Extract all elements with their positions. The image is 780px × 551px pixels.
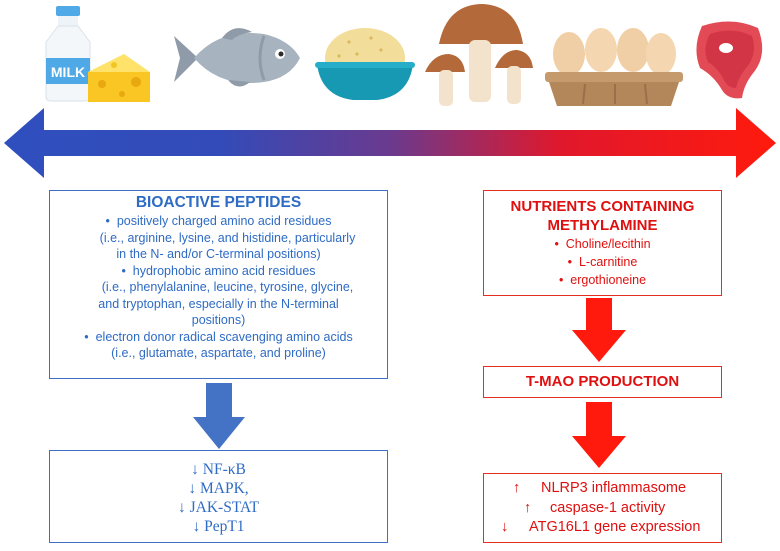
red-down-arrow-1: [572, 298, 626, 362]
steak-icon: [696, 21, 763, 99]
up-arrow: ↑: [513, 480, 521, 496]
blue-down-arrow: [193, 383, 245, 449]
tmao-production-box: T-MAO PRODUCTION: [483, 366, 722, 398]
methylamine-box: NUTRIENTS CONTAINING METHYLAMINE • Choli…: [483, 190, 722, 296]
peptide-item-1: • positively charged amino acid residues…: [50, 213, 387, 263]
effect-caspase: ↑ caspase-1 activity: [484, 499, 721, 519]
nutrient-item: • ergothioneine: [558, 273, 647, 287]
milk-label: MILK: [51, 64, 85, 80]
cheese-icon: [88, 54, 150, 102]
peptide-bullet: • electron donor radical scavenging amin…: [84, 329, 353, 344]
methylamine-title-line-2: METHYLAMINE: [547, 217, 658, 234]
peptide-detail: in the N- and/or C-terminal positions): [116, 247, 321, 261]
mushrooms-icon: [425, 4, 533, 106]
tmao-production-label: T-MAO PRODUCTION: [525, 373, 680, 390]
peptide-bullet: • positively charged amino acid residues: [105, 214, 332, 228]
effect-text: NLRP3 inflammasome: [541, 480, 687, 496]
effect-text: ATG16L1 gene expression: [529, 519, 701, 535]
peptide-detail: (i.e., arginine, lysine, and histidine, …: [99, 230, 356, 245]
nutrient-item: • Choline/lecithin: [554, 237, 651, 251]
peptide-bullet-text: hydrophobic amino acid residues: [132, 263, 316, 278]
peptide-item-2: • hydrophobic amino acid residues (i.e.,…: [50, 263, 387, 329]
effect-text: caspase-1 activity: [550, 499, 666, 516]
gradient-double-arrow: [4, 108, 776, 178]
effect-jak-stat: ↓ JAK-STAT: [178, 499, 259, 516]
egg-carton-icon: [545, 28, 683, 106]
nutrient-item-text: Choline/lecithin: [565, 237, 651, 251]
bioactive-peptides-title: BIOACTIVE PEPTIDES: [135, 194, 302, 211]
up-arrow: ↑: [524, 499, 532, 516]
peptide-item-3: • electron donor radical scavenging amin…: [50, 329, 387, 362]
peptide-detail: (i.e., glutamate, aspartate, and proline…: [111, 346, 326, 360]
peptide-detail: and tryptophan, especially in the N-term…: [98, 296, 339, 311]
peptide-bullet: • hydrophobic amino acid residues: [121, 263, 316, 278]
grain-bowl-icon: [315, 28, 415, 100]
effect-nfkb: ↓ NF-κB: [191, 461, 246, 478]
peptide-effects-box: ↓ NF-κB ↓ MAPK, ↓ JAK-STAT ↓ PepT1: [49, 450, 388, 543]
nutrient-item-text: L-carnitine: [578, 255, 638, 269]
nutrient-item: • L-carnitine: [567, 255, 638, 269]
nutrient-item-text: ergothioneine: [570, 273, 647, 287]
fish-icon: [174, 28, 300, 87]
tmao-effects-box: ↑ NLRP3 inflammasome ↑ caspase-1 activit…: [483, 473, 722, 543]
down-arrow: ↓: [501, 519, 509, 535]
bioactive-peptides-box: BIOACTIVE PEPTIDES • positively charged …: [49, 190, 388, 379]
effect-mapk: ↓ MAPK,: [188, 480, 249, 497]
peptide-bullet-text: positively charged amino acid residues: [116, 214, 332, 228]
peptide-detail: (i.e., phenylalanine, leucine, tyrosine,…: [101, 280, 354, 294]
methylamine-title-line-1: NUTRIENTS CONTAINING: [510, 198, 695, 215]
peptide-bullet-text: electron donor radical scavenging amino …: [95, 329, 353, 344]
red-down-arrow-2: [572, 402, 626, 468]
effect-nlrp3: ↑ NLRP3 inflammasome: [484, 479, 721, 499]
effect-pept1: ↓ PepT1: [192, 518, 245, 535]
effect-atg16l1: ↓ ATG16L1 gene expression: [484, 518, 721, 538]
peptide-detail: positions): [191, 313, 246, 327]
